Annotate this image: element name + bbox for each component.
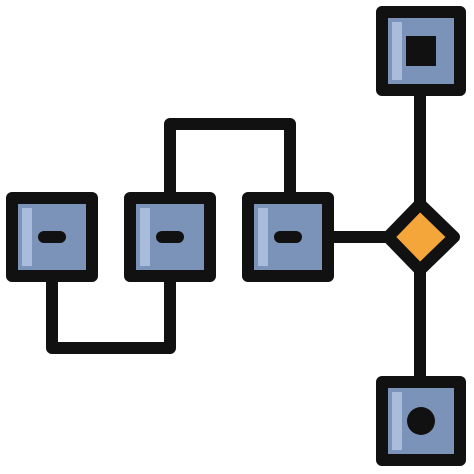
decision-diamond xyxy=(382,198,460,276)
connector-node2-node3-top xyxy=(164,118,296,204)
bottom-node xyxy=(376,376,466,466)
top-node xyxy=(376,6,466,96)
minus-icon xyxy=(156,231,184,243)
minus-icon xyxy=(274,231,302,243)
connector-node1-node2-bottom xyxy=(46,270,176,354)
diamond-icon xyxy=(382,198,460,276)
minus-icon xyxy=(38,231,66,243)
node-1 xyxy=(6,192,98,282)
square-icon xyxy=(406,36,436,66)
circle-icon xyxy=(407,407,435,435)
node-3 xyxy=(242,192,334,282)
node-2 xyxy=(124,192,216,282)
